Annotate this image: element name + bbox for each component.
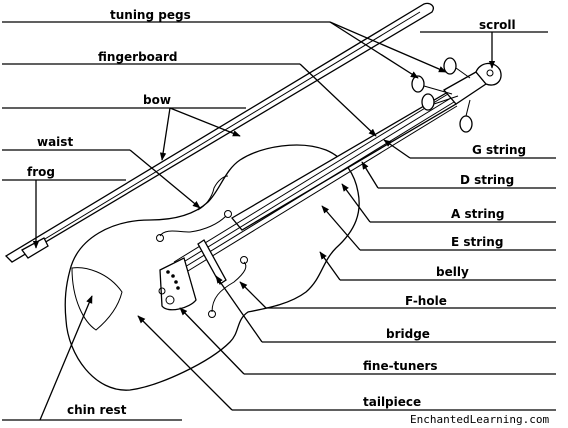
label-fingerboard: fingerboard bbox=[98, 50, 178, 64]
fine-tuner-3 bbox=[174, 280, 178, 284]
label-scroll: scroll bbox=[479, 18, 516, 32]
fine-tuner-2 bbox=[171, 274, 175, 278]
label-waist: waist bbox=[37, 135, 73, 149]
label-bow: bow bbox=[143, 93, 171, 107]
label-f-hole: F-hole bbox=[405, 294, 447, 308]
label-frog: frog bbox=[27, 165, 55, 179]
label-chin-rest: chin rest bbox=[67, 403, 127, 417]
label-e-string: E string bbox=[451, 235, 503, 249]
label-a-string: A string bbox=[451, 207, 505, 221]
label-tuning-pegs: tuning pegs bbox=[110, 8, 191, 22]
label-fine-tuners: fine-tuners bbox=[363, 359, 438, 373]
label-d-string: D string bbox=[460, 173, 514, 187]
label-g-string: G string bbox=[472, 143, 526, 157]
fine-tuner-4 bbox=[176, 286, 180, 290]
credit-text: EnchantedLearning.com bbox=[410, 413, 549, 426]
label-bridge: bridge bbox=[386, 327, 430, 341]
fine-tuner-1 bbox=[166, 270, 170, 274]
label-belly: belly bbox=[436, 265, 469, 279]
label-tailpiece: tailpiece bbox=[363, 395, 421, 409]
